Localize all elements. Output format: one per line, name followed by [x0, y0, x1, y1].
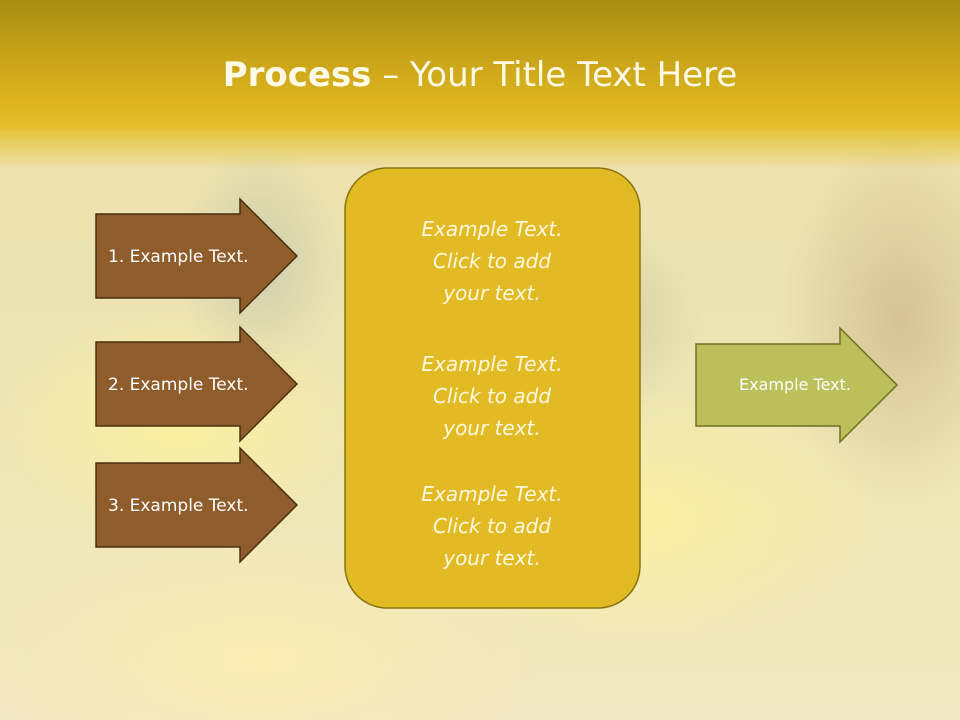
- title-bold: Process: [222, 55, 372, 95]
- center-text-1c: your text.: [442, 281, 541, 305]
- step-label-1: 1. Example Text.: [108, 247, 249, 267]
- center-text-3b: Click to add: [433, 514, 551, 538]
- center-text-3a: Example Text.: [421, 482, 562, 506]
- slide-title[interactable]: Process – Your Title Text Here: [0, 52, 960, 98]
- step-arrow-3[interactable]: 3. Example Text.: [95, 446, 299, 564]
- step-arrow-1[interactable]: 1. Example Text.: [95, 197, 299, 315]
- step-label-3: 3. Example Text.: [108, 496, 249, 516]
- center-text-2c: your text.: [442, 416, 541, 440]
- output-arrow[interactable]: Example Text.: [695, 326, 899, 444]
- center-text-1b: Click to add: [433, 249, 551, 273]
- step-arrow-2[interactable]: 2. Example Text.: [95, 325, 299, 443]
- center-box[interactable]: Example Text. Click to add your text. Ex…: [344, 167, 641, 609]
- title-rest: – Your Title Text Here: [371, 55, 738, 95]
- center-text-2b: Click to add: [433, 384, 551, 408]
- center-text-2a: Example Text.: [421, 352, 562, 376]
- step-label-2: 2. Example Text.: [108, 375, 249, 395]
- title-fade: [0, 130, 960, 170]
- center-text-1a: Example Text.: [421, 217, 562, 241]
- output-label: Example Text.: [739, 375, 851, 394]
- title-bar: [0, 0, 960, 130]
- center-text-3c: your text.: [442, 546, 541, 570]
